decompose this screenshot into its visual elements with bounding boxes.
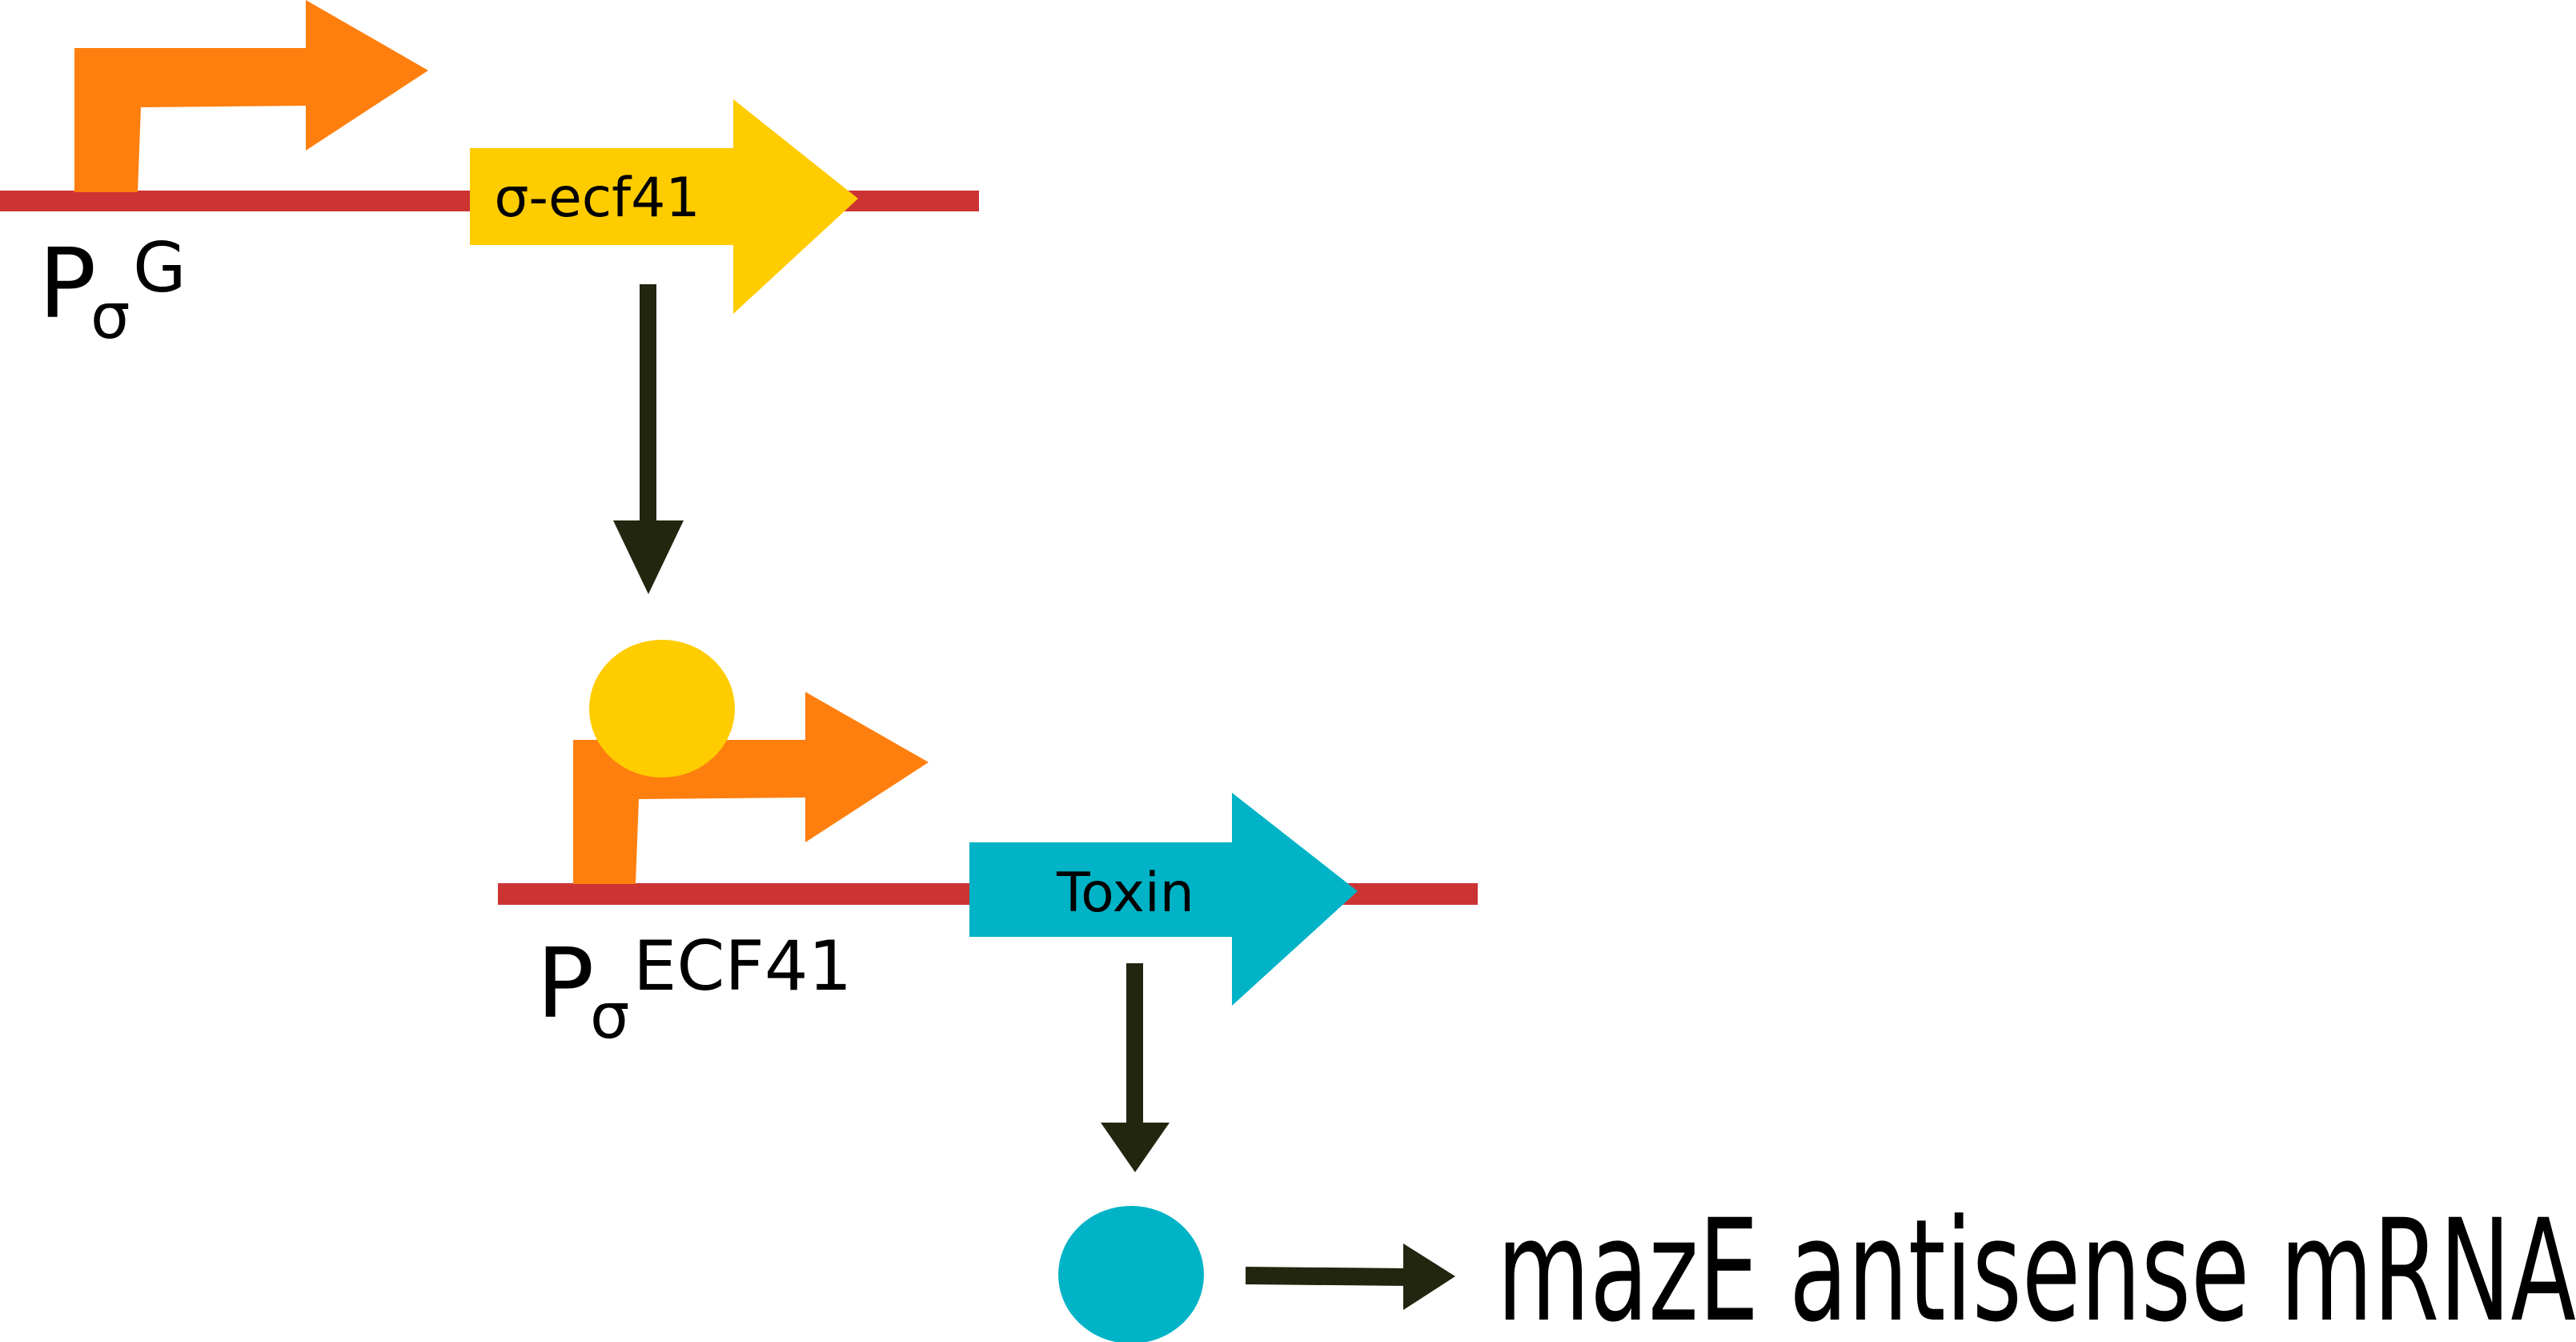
top-promoter-label-main: P — [38, 229, 96, 340]
bottom-down-arrow — [1101, 963, 1170, 1172]
top-promoter-label-sup: G — [133, 228, 187, 308]
top-construct: σ-ecf41 P σ G — [0, 0, 979, 353]
top-down-arrow-shaft — [640, 284, 656, 528]
bottom-promoter-label-main: P — [536, 929, 594, 1040]
bottom-promoter-label-sub: σ — [590, 981, 629, 1053]
bottom-construct: Toxin P σ ECF41 — [498, 640, 1478, 1053]
output-section: mazE antisense mRNA — [1058, 1189, 2576, 1342]
output-right-arrow-head — [1403, 1244, 1455, 1310]
bottom-down-arrow-shaft — [1126, 963, 1143, 1129]
bottom-down-arrow-head — [1101, 1123, 1170, 1172]
bottom-gene-label: Toxin — [1056, 862, 1194, 925]
top-down-arrow — [613, 284, 684, 594]
output-label: mazE antisense mRNA — [1497, 1189, 2576, 1342]
sigma-protein-circle-icon — [589, 640, 735, 777]
top-promoter-bent-arrow-icon — [74, 0, 428, 192]
bottom-gene-toxin-arrow-icon — [969, 793, 1358, 1006]
top-down-arrow-head — [613, 520, 684, 594]
top-gene-label: σ-ecf41 — [494, 167, 700, 230]
top-promoter-label-sub: σ — [90, 281, 130, 353]
output-right-arrow-shaft — [1246, 1267, 1409, 1286]
bottom-promoter-label-sup: ECF41 — [633, 926, 852, 1006]
output-right-arrow — [1246, 1244, 1455, 1310]
toxin-protein-circle-icon — [1058, 1206, 1204, 1342]
top-gene-sigma-ecf41-arrow-icon — [470, 99, 858, 314]
